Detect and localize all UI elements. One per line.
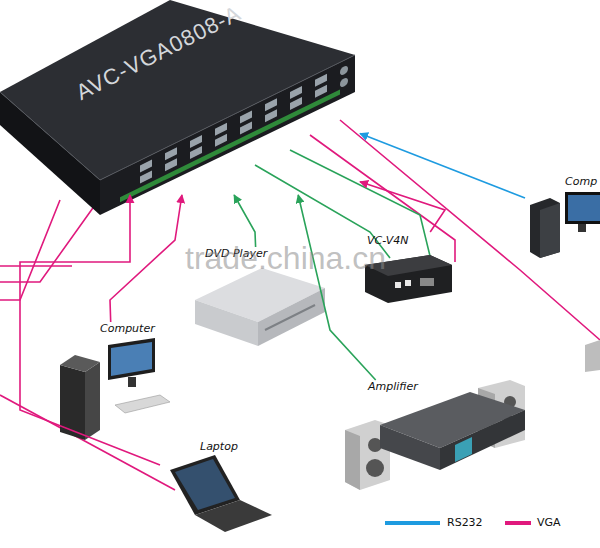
audio-cable bbox=[234, 195, 256, 247]
legend-text: VGA bbox=[537, 516, 561, 529]
vga-cable bbox=[360, 182, 445, 232]
amplifier-set bbox=[345, 380, 525, 490]
device-label: Amplifier bbox=[368, 380, 418, 393]
device-box: Laptop bbox=[160, 440, 275, 535]
device-box: Amplifier bbox=[340, 380, 530, 510]
device-label: Comp bbox=[565, 175, 597, 188]
device-label: Laptop bbox=[200, 440, 238, 453]
legend-text: RS232 bbox=[447, 516, 483, 529]
audio-cable bbox=[298, 195, 376, 380]
matrix-switcher bbox=[0, 0, 355, 215]
device-box: Computer bbox=[55, 322, 170, 442]
laptop bbox=[170, 455, 272, 532]
vga-cable bbox=[110, 195, 182, 322]
desktop-computer bbox=[60, 338, 170, 440]
legend-swatch bbox=[505, 521, 531, 525]
model-label: AVC-VGA0808-A bbox=[72, 0, 245, 105]
partial-device bbox=[585, 340, 600, 372]
device-box: Comp bbox=[525, 175, 600, 250]
watermark: trade.china.cn bbox=[185, 240, 386, 276]
rs232-cable bbox=[360, 134, 525, 198]
legend-swatch bbox=[385, 521, 440, 525]
computer-top-right bbox=[530, 192, 600, 258]
device-label: Computer bbox=[100, 322, 155, 335]
vga-cable bbox=[20, 195, 160, 465]
matrix-switcher-box: AVC-VGA0808-A bbox=[0, 0, 360, 195]
dvd-player bbox=[195, 268, 325, 346]
